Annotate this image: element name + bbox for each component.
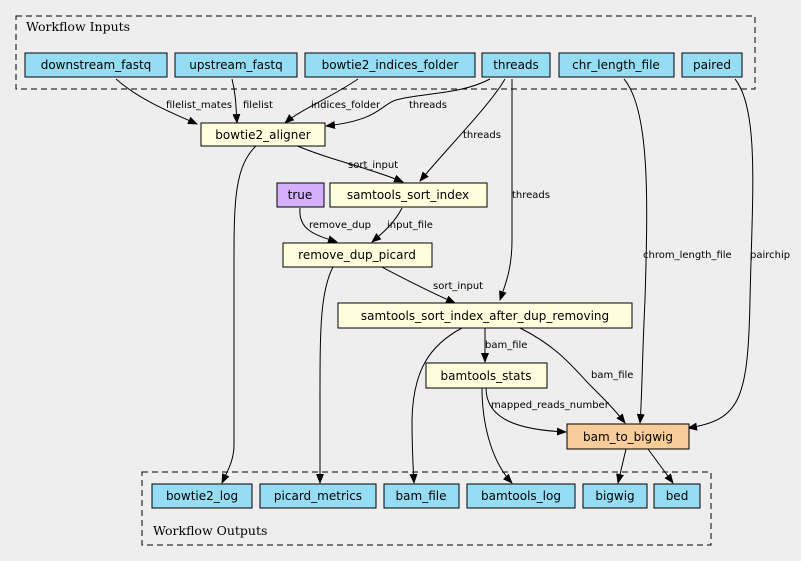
node-label: bam_to_bigwig (583, 430, 673, 444)
node-label: upstream_fastq (189, 58, 282, 72)
edge-paired-to-bigwig (687, 78, 754, 431)
edge-label-indices-folder: indices_folder (311, 100, 381, 111)
edge-stats-to-log (481, 387, 513, 484)
input-node-downstream-fastq[interactable]: downstream_fastq (24, 52, 168, 78)
node-label: bowtie2_aligner (215, 128, 310, 142)
edge-sort-to-remove-dup (371, 207, 403, 243)
edge-label-bam-file-bigwig: bam_file (591, 370, 633, 381)
output-node-bigwig[interactable]: bigwig (582, 483, 648, 509)
edge-label-threads-after-dup: threads (512, 190, 550, 201)
edge-downstream-to-aligner (115, 78, 198, 125)
step-node-bowtie2-aligner[interactable]: bowtie2_aligner (200, 122, 326, 147)
node-label: bigwig (595, 489, 634, 503)
output-node-bamtools-log[interactable]: bamtools_log (466, 483, 576, 509)
node-label: picard_metrics (274, 489, 362, 503)
workflow-inputs-label: Workflow Inputs (26, 19, 130, 34)
node-label: bam_file (396, 489, 447, 503)
edge-after-dup-to-bigwig (519, 327, 626, 424)
edges (115, 78, 754, 484)
edge-threads-to-sort (419, 78, 506, 182)
edge-label-sort-input-2: sort_input (433, 281, 483, 292)
input-nodes: downstream_fastq upstream_fastq bowtie2_… (24, 52, 743, 78)
node-label: samtools_sort_index (347, 188, 469, 202)
edge-label-sort-input-1: sort_input (348, 160, 398, 171)
edge-label-filelist-mates: filelist_mates (166, 100, 232, 111)
edge-stats-to-bigwig (485, 387, 567, 436)
output-node-bam-file[interactable]: bam_file (383, 483, 460, 509)
edge-labels: filelist_mates filelist indices_folder t… (166, 100, 790, 411)
workflow-outputs-label: Workflow Outputs (153, 523, 267, 538)
step-node-bamtools-stats[interactable]: bamtools_stats (425, 362, 548, 389)
edge-label-threads-sort: threads (463, 130, 501, 141)
edge-aligner-to-sort (294, 144, 404, 183)
node-label: bowtie2_indices_folder (322, 58, 459, 72)
edge-indices-to-aligner (284, 78, 359, 124)
edge-label-filelist: filelist (243, 100, 273, 111)
node-label: bed (666, 489, 689, 503)
edge-threads-to-after-dup (499, 78, 513, 301)
edge-remove-dup-to-picard (316, 264, 335, 484)
output-nodes: bowtie2_log picard_metrics bam_file bamt… (151, 483, 701, 509)
node-label: bamtools_log (481, 489, 561, 503)
node-label: paired (693, 58, 731, 72)
node-label: chr_length_file (572, 58, 660, 72)
node-label: downstream_fastq (41, 58, 152, 72)
workflow-inputs-cluster: Workflow Inputs (15, 15, 756, 90)
node-label: bowtie2_log (166, 489, 238, 503)
output-node-picard-metrics[interactable]: picard_metrics (259, 483, 377, 509)
node-label: true (288, 188, 313, 202)
workflow-outputs-cluster: Workflow Outputs (141, 471, 712, 546)
edge-label-pairchip: pairchip (750, 250, 790, 261)
input-node-paired[interactable]: paired (681, 52, 743, 78)
edge-chr-to-bigwig (623, 78, 648, 424)
edge-label-threads-aligner: threads (409, 100, 447, 111)
node-label: samtools_sort_index_after_dup_removing (361, 309, 609, 323)
step-node-bam-to-bigwig[interactable]: bam_to_bigwig (566, 423, 690, 450)
edge-upstream-to-aligner (231, 78, 241, 124)
edge-remove-dup-to-after-dup (377, 264, 456, 304)
input-node-bowtie2-indices-folder[interactable]: bowtie2_indices_folder (304, 52, 476, 78)
node-label: remove_dup_picard (298, 248, 416, 262)
edge-label-input-file: input_file (387, 220, 433, 231)
edge-threads-to-aligner (325, 78, 491, 129)
output-node-bed[interactable]: bed (653, 483, 701, 509)
edge-label-remove-dup: remove_dup (309, 220, 371, 231)
edge-label-bam-file-stats: bam_file (485, 340, 527, 351)
node-label: threads (493, 58, 539, 72)
edge-after-dup-to-bamfile (409, 327, 463, 484)
edge-aligner-to-log (221, 144, 258, 484)
edge-true-to-remove-dup (299, 207, 338, 244)
step-nodes: bowtie2_aligner true samtools_sort_index… (200, 122, 690, 450)
default-node-true[interactable]: true (276, 182, 325, 208)
node-label: bamtools_stats (441, 369, 532, 383)
input-node-upstream-fastq[interactable]: upstream_fastq (174, 52, 298, 78)
edge-label-chrom-length-file: chrom_length_file (643, 250, 732, 261)
edge-bigwig-to-bed (647, 448, 674, 484)
step-node-remove-dup-picard[interactable]: remove_dup_picard (282, 242, 433, 268)
output-node-bowtie2-log[interactable]: bowtie2_log (151, 483, 253, 509)
input-node-threads[interactable]: threads (481, 52, 551, 78)
step-node-samtools-sort-index[interactable]: samtools_sort_index (329, 182, 488, 208)
step-node-samtools-sort-index-after-dup-removing[interactable]: samtools_sort_index_after_dup_removing (337, 302, 633, 329)
edge-label-mapped-reads-number: mapped_reads_number (491, 400, 610, 411)
input-node-chr-length-file[interactable]: chr_length_file (558, 52, 675, 78)
edge-bigwig-to-bigwig-out (616, 448, 627, 484)
